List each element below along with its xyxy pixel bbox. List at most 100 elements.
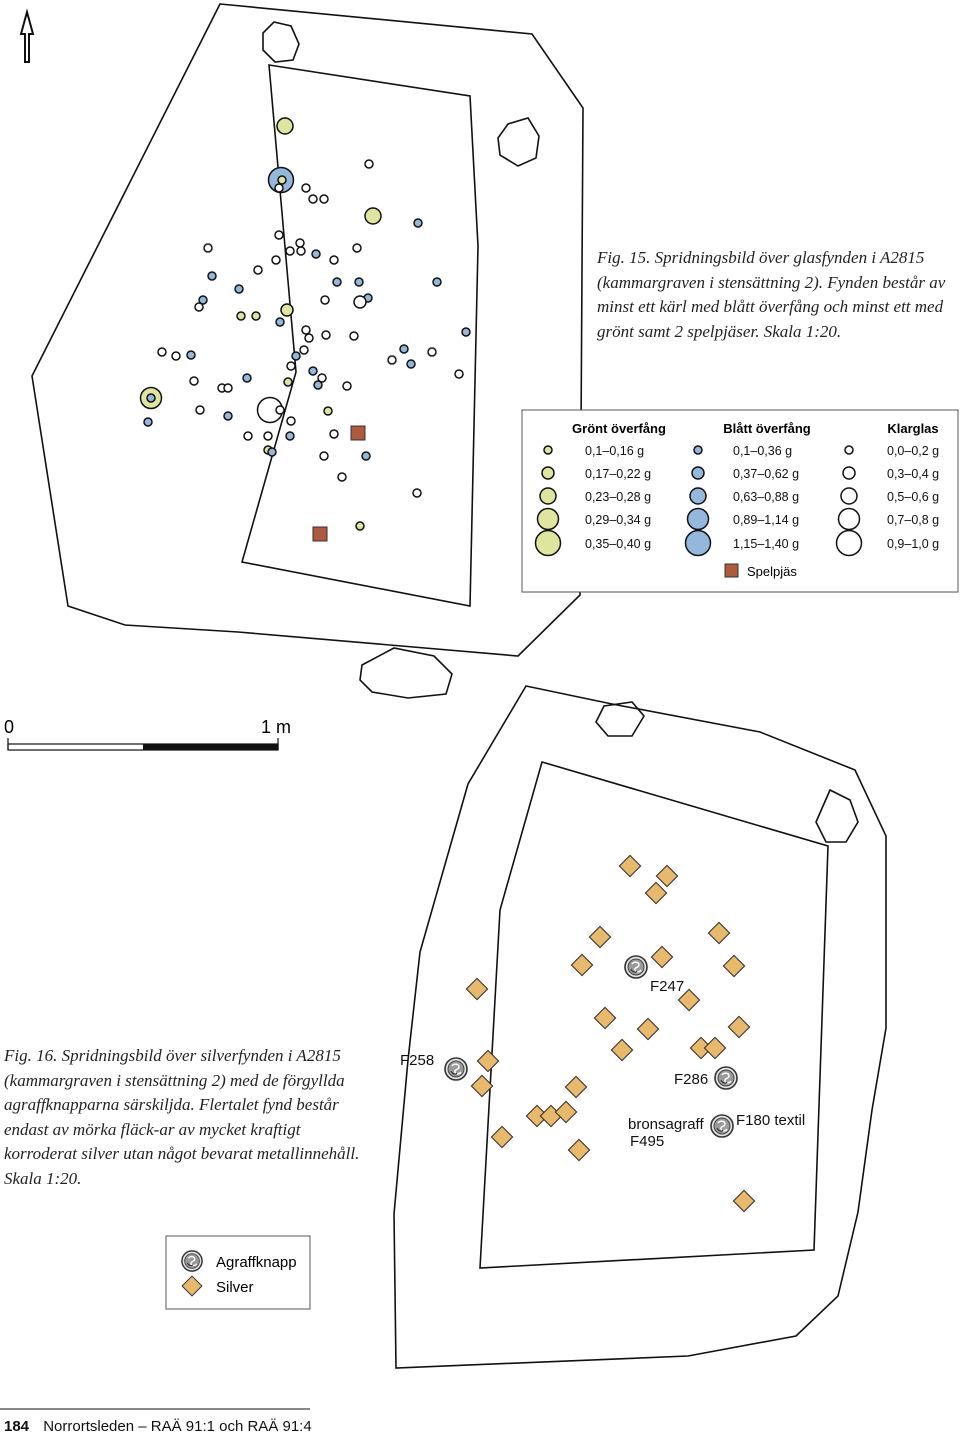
legend-green-row: 0,23–0,28 g (585, 490, 651, 504)
glass-find-point (276, 117, 294, 135)
agraff-button-icon (714, 1066, 738, 1090)
agraff-button-icon (710, 1114, 734, 1138)
glass-find-point (399, 344, 409, 354)
legend-blue-row: 0,37–0,62 g (733, 467, 799, 481)
silver-find (525, 1104, 549, 1128)
glass-find-point (432, 277, 442, 287)
legend-size-symbol (837, 507, 861, 531)
silver-find (554, 1100, 578, 1124)
figure15-caption: Fig. 15. Spridningsbild över glasfynden … (597, 248, 946, 341)
glass-find-point (242, 373, 252, 383)
silver-find (570, 953, 594, 977)
legend-size-symbol (835, 529, 863, 557)
page-footer: 184 Norrortsleden – RAÄ 91:1 och RAÄ 91:… (4, 1418, 312, 1435)
glass-find-point (353, 295, 367, 309)
glass-find-point (364, 159, 374, 169)
glass-find-point (286, 361, 296, 371)
silver-find (650, 945, 674, 969)
glass-find-point (296, 246, 306, 256)
fig15-grave-outline (31, 3, 584, 699)
legend-clear-row: 0,0–0,2 g (887, 444, 939, 458)
glass-find-point (234, 284, 244, 294)
silver-find (677, 988, 701, 1012)
glass-find-point (271, 255, 281, 265)
figure16-caption: Fig. 16. Spridningsbild över silverfynde… (4, 1046, 360, 1188)
glass-find-point (304, 333, 314, 343)
glass-find-point (236, 311, 246, 321)
legend-silver-label: Silver (216, 1279, 254, 1296)
glass-find-point (427, 347, 437, 357)
label-f247: F247 (650, 978, 684, 995)
glass-find-point (194, 302, 204, 312)
legend-size-symbol (541, 466, 555, 480)
legend-size-symbol (686, 507, 710, 531)
glass-find-point (329, 429, 339, 439)
glass-find-point (454, 369, 464, 379)
glass-find-point (295, 238, 305, 248)
fig16-silver-finds (465, 854, 756, 1213)
silver-find (703, 1036, 727, 1060)
legend-size-symbol (689, 487, 707, 505)
legend-green-row: 0,35–0,40 g (585, 537, 651, 551)
glass-find-point (207, 271, 217, 281)
legend-green-row: 0,1–0,16 g (585, 444, 644, 458)
legend-blue-row: 0,63–0,88 g (733, 490, 799, 504)
silver-find (655, 864, 679, 888)
legend-green-title: Grönt överfång (572, 421, 666, 436)
legend-clear-row: 0,9–1,0 g (887, 537, 939, 551)
glass-find-point (189, 376, 199, 386)
glass-find-point (299, 345, 309, 355)
glass-find-point (243, 431, 253, 441)
silver-find (593, 1006, 617, 1030)
glass-find-point (413, 218, 423, 228)
glass-find-point (317, 373, 327, 383)
glass-find-point (308, 194, 318, 204)
glass-find-point (387, 355, 397, 365)
page-number: 184 (4, 1418, 30, 1435)
glass-find-point (251, 311, 261, 321)
legend-size-symbol (842, 466, 856, 480)
legend-silver-icon (181, 1275, 203, 1297)
legend-symbols (534, 445, 863, 557)
footer-title: Norrortsleden – RAÄ 91:1 och RAÄ 91:4 (43, 1418, 312, 1435)
fig15-legend: Grönt överfång Blått överfång Klarglas 0… (521, 409, 959, 593)
silver-find (732, 1189, 756, 1213)
fig15-find-points (139, 117, 471, 542)
glass-find-point (311, 249, 321, 259)
label-f495: F495 (630, 1133, 664, 1150)
legend-green-row: 0,17–0,22 g (585, 467, 651, 481)
agraff-button-icon (444, 1057, 468, 1081)
legend-size-symbol (539, 487, 557, 505)
legend-green-row: 0,29–0,34 g (585, 513, 651, 527)
silver-find (588, 925, 612, 949)
glass-find-point (337, 472, 347, 482)
glass-find-point (198, 295, 208, 305)
legend-game-piece-label: Spelpjäs (747, 564, 797, 579)
legend-blue-row: 1,15–1,40 g (733, 537, 799, 551)
game-piece-find (312, 526, 328, 542)
glass-find-point (320, 295, 330, 305)
glass-find-point (406, 359, 416, 369)
game-piece-find (350, 425, 366, 441)
agraff-button-icon (624, 955, 648, 979)
glass-find-point (195, 405, 205, 415)
glass-find-point (319, 451, 329, 461)
glass-find-point (203, 243, 213, 253)
label-bronsagraff: bronsagraff (628, 1116, 704, 1133)
glass-find-point (267, 447, 277, 457)
legend-clear-title: Klarglas (887, 421, 938, 436)
legend-size-symbol (543, 445, 553, 455)
glass-find-point (352, 243, 362, 253)
silver-find (707, 921, 731, 945)
legend-size-symbol (534, 529, 562, 557)
glass-find-point (329, 255, 339, 265)
silver-find (490, 1125, 514, 1149)
glass-find-point (355, 521, 365, 531)
legend-agraff-label: Agraffknapp (216, 1254, 297, 1271)
silver-find (636, 1017, 660, 1041)
north-arrow-icon (19, 8, 35, 63)
glass-find-point (275, 405, 285, 415)
silver-find (644, 881, 668, 905)
